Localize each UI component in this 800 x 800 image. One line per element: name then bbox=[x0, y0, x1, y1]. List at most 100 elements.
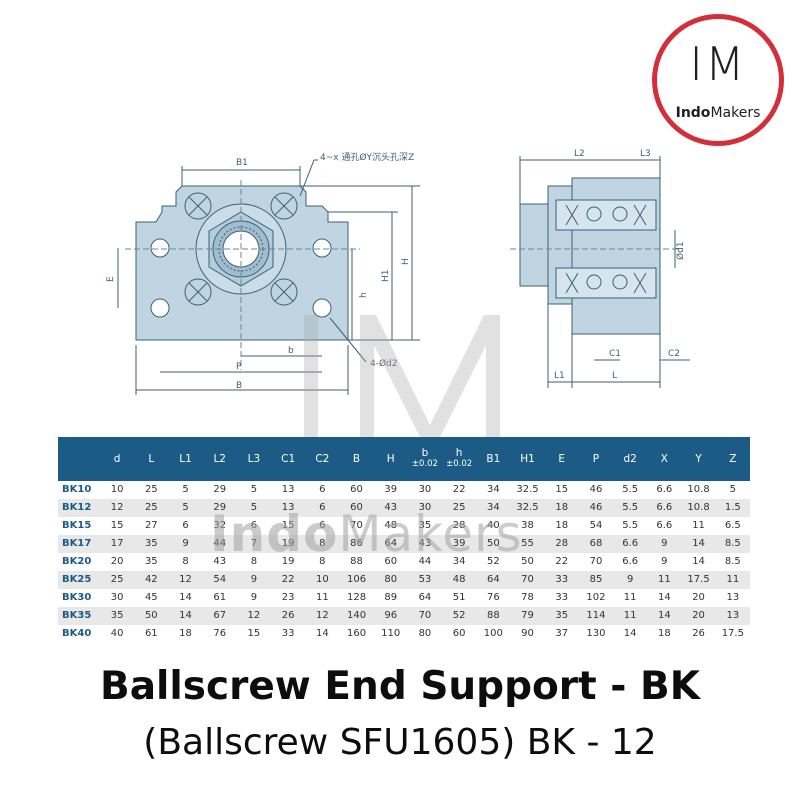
svg-text:C2: C2 bbox=[668, 349, 680, 359]
value-cell: 28 bbox=[452, 520, 466, 531]
header-label: L1 bbox=[179, 452, 192, 465]
value-cell: 15 bbox=[110, 520, 124, 531]
value-cell: 12 bbox=[100, 499, 135, 517]
value-cell: 50 bbox=[476, 535, 511, 553]
table-header-cell: C2 bbox=[305, 437, 340, 481]
value-cell: 35 bbox=[144, 556, 158, 567]
value-cell: 88 bbox=[476, 607, 511, 625]
svg-text:P: P bbox=[236, 362, 242, 372]
value-cell: 19 bbox=[271, 535, 306, 553]
header-label: Y bbox=[695, 452, 702, 465]
value-cell: 17.5 bbox=[681, 571, 716, 589]
header-label: X bbox=[660, 452, 668, 465]
value-cell: 140 bbox=[339, 607, 374, 625]
table-header-cell: L3 bbox=[236, 437, 272, 481]
value-cell: 35 bbox=[418, 520, 432, 531]
value-cell: 20 bbox=[681, 607, 716, 625]
value-cell: 11 bbox=[647, 571, 682, 589]
value-cell: 52 bbox=[442, 607, 477, 625]
value-cell: 88 bbox=[350, 556, 363, 567]
svg-text:B: B bbox=[236, 381, 242, 391]
value-cell: 6 bbox=[319, 520, 326, 531]
value-cell: 33 bbox=[544, 571, 579, 589]
value-cell: 32.5 bbox=[510, 499, 545, 517]
value-cell: 6 bbox=[305, 499, 340, 517]
value-cell: 13 bbox=[271, 499, 306, 517]
value-cell: 85 bbox=[578, 571, 614, 589]
model-cell: BK12 bbox=[58, 499, 100, 517]
value-cell: 12 bbox=[236, 607, 272, 625]
value-cell: 11 bbox=[715, 571, 750, 589]
header-label: E bbox=[558, 452, 566, 465]
table-header-cell: B1 bbox=[476, 437, 511, 481]
value-cell: 8 bbox=[319, 556, 326, 567]
value-cell: 86 bbox=[339, 535, 374, 553]
value-cell: 9 bbox=[168, 535, 203, 553]
svg-text:Ød1: Ød1 bbox=[675, 241, 686, 260]
value-cell: 26 bbox=[271, 607, 306, 625]
value-cell: 34 bbox=[452, 556, 466, 567]
table-header-model bbox=[58, 437, 100, 481]
value-cell: 80 bbox=[418, 628, 432, 639]
table-header-cell: X bbox=[647, 437, 682, 481]
value-cell: 9 bbox=[236, 571, 272, 589]
value-cell: 9 bbox=[250, 592, 258, 603]
value-cell: 33 bbox=[555, 592, 569, 603]
value-cell: 45 bbox=[144, 592, 158, 603]
header-label: C1 bbox=[281, 452, 296, 465]
table-header-cell: B bbox=[339, 437, 374, 481]
value-cell: 12 bbox=[168, 571, 203, 589]
value-cell: 50 bbox=[521, 556, 534, 567]
value-cell: 76 bbox=[213, 628, 227, 639]
value-cell: 67 bbox=[202, 607, 237, 625]
value-cell: 160 bbox=[346, 628, 367, 639]
value-cell: 6.6 bbox=[622, 556, 639, 567]
svg-text:b: b bbox=[288, 346, 294, 356]
value-cell: 53 bbox=[407, 571, 443, 589]
value-cell: 60 bbox=[339, 499, 374, 517]
table-header-cell: d bbox=[100, 437, 135, 481]
value-cell: 20 bbox=[692, 592, 705, 603]
value-cell: 9 bbox=[613, 571, 648, 589]
page-subtitle: (Ballscrew SFU1605) BK - 12 bbox=[143, 722, 657, 763]
value-cell: 35 bbox=[134, 535, 169, 553]
value-cell: 20 bbox=[110, 556, 124, 567]
value-cell: 11 bbox=[692, 520, 705, 531]
value-cell: 15 bbox=[281, 520, 295, 531]
svg-text:4-Ød2: 4-Ød2 bbox=[370, 358, 398, 369]
value-cell: 43 bbox=[213, 556, 227, 567]
value-cell: 39 bbox=[384, 484, 398, 495]
value-cell: 7 bbox=[236, 535, 272, 553]
value-cell: 14 bbox=[681, 535, 716, 553]
value-cell: 27 bbox=[144, 520, 158, 531]
value-cell: 14 bbox=[623, 628, 637, 639]
front-view bbox=[117, 159, 420, 395]
value-cell: 39 bbox=[442, 535, 477, 553]
svg-text:L2: L2 bbox=[574, 149, 585, 159]
value-cell: 114 bbox=[578, 607, 614, 625]
technical-drawing: B1 4~x 通孔ØY沉头孔深Z E H1 H h b P B 4-Ød2 bbox=[106, 149, 690, 395]
value-cell: 17.5 bbox=[721, 628, 744, 639]
value-cell: 29 bbox=[213, 484, 227, 495]
value-cell: 5.5 bbox=[622, 520, 639, 531]
value-cell: 10 bbox=[110, 484, 124, 495]
value-cell: 51 bbox=[452, 592, 466, 603]
value-cell: 8 bbox=[305, 535, 340, 553]
value-cell: 5 bbox=[250, 484, 258, 495]
value-cell: 25 bbox=[442, 499, 477, 517]
value-cell: 90 bbox=[521, 628, 534, 639]
value-cell: 60 bbox=[452, 628, 466, 639]
value-cell: 50 bbox=[134, 607, 169, 625]
indomakers-logo: IM IndoMakers bbox=[652, 14, 784, 146]
header-label: C2 bbox=[315, 452, 330, 465]
value-cell: 42 bbox=[134, 571, 169, 589]
table-header-cell: L bbox=[134, 437, 169, 481]
svg-text:E: E bbox=[106, 276, 116, 282]
value-cell: 30 bbox=[110, 592, 124, 603]
